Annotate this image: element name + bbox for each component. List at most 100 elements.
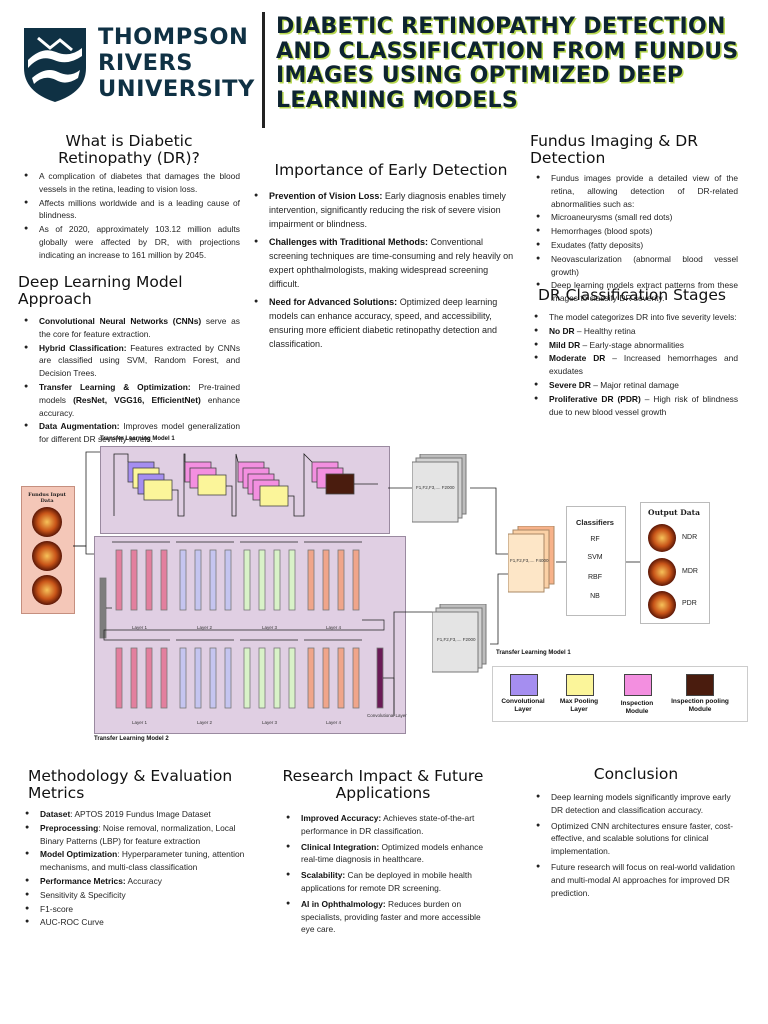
stages-heading: DR Classification Stages [538,286,726,304]
feature-stack-1 [412,454,467,523]
legend-swatch [510,674,538,696]
research-heading: Research Impact & Future Applications [282,767,484,802]
list-item: Data Augmentation: Improves model genera… [24,420,240,446]
list-item: Scalability: Can be deployed in mobile h… [286,869,486,895]
fundus-section: Fundus Imaging & DR Detection Fundus ima… [530,133,738,306]
layer-label: Layer 4 [326,625,342,630]
classifier-label: NB [590,593,600,600]
university-name-line-2: RIVERS [98,50,194,76]
what-is-dr-heading: What is Diabetic Retinopathy (DR)? [58,132,200,167]
list-item: Dataset: APTOS 2019 Fundus Image Dataset [25,808,248,821]
deep-learning-list: Convolutional Neural Networks (CNNs) ser… [18,315,240,446]
features-2-label: F1,F2,F3,.... F2000 [437,637,476,642]
university-logo [24,28,86,102]
merged-features-label: F1,F2,F3,.... F4000 [510,558,549,563]
list-item: Microaneurysms (small red dots) [536,211,738,224]
research-list: Improved Accuracy: Achieves state-of-the… [280,812,486,936]
list-item: Model Optimization: Hyperparameter tunin… [25,848,248,874]
fundus-list: Fundus images provide a detailed view of… [530,172,738,305]
early-detection-heading: Importance of Early Detection [274,161,508,179]
conclusion-heading: Conclusion [593,765,679,783]
list-item: F1-score [25,903,248,916]
list-item: Proliferative DR (PDR) – High risk of bl… [534,393,738,419]
list-item: Transfer Learning & Optimization: Pre-tr… [24,381,240,419]
list-item: Sensitivity & Specificity [25,889,248,902]
title-divider [262,12,265,128]
what-is-dr-section: What is Diabetic Retinopathy (DR)? A com… [18,133,240,263]
output-label: MDR [682,568,698,575]
legend-swatch [566,674,594,696]
layer-label: Layer 1 [132,720,148,725]
methodology-section: Methodology & Evaluation Metrics Dataset… [25,767,248,930]
list-item: Neovascularization (abnormal blood vesse… [536,253,738,279]
stages-list: The model categorizes DR into five sever… [530,311,738,418]
feature-stack-2 [432,604,487,673]
list-item: Challenges with Traditional Methods: Con… [254,235,520,291]
fundus-input-label: Fundus Input Data [28,492,66,504]
list-item: Moderate DR – Increased hemorrhages and … [534,352,738,378]
output-title: Output Data [648,508,700,517]
deep-learning-heading: Deep Learning Model Approach [18,273,183,308]
layer-label: Layer 4 [326,720,342,725]
list-item: Fundus images provide a detailed view of… [536,172,738,210]
classifier-label: RBF [588,574,602,581]
classifiers-box [566,506,626,616]
list-item: Clinical Integration: Optimized models e… [286,841,486,867]
list-item: AUC-ROC Curve [25,916,248,929]
methodology-heading: Methodology & Evaluation Metrics [28,767,233,802]
features-1-label: F1,F2,F3,.... F2000 [416,485,455,490]
output-label: NDR [682,534,698,541]
list-item: Deep learning models extract patterns fr… [536,279,738,305]
conclusion-list: Deep learning models significantly impro… [530,791,742,899]
list-item: Prevention of Vision Loss: Early diagnos… [254,189,520,231]
conclusion-section: Conclusion Deep learning models signific… [530,766,742,900]
early-detection-list: Prevention of Vision Loss: Early diagnos… [254,189,520,351]
list-item: Severe DR – Major retinal damage [534,379,738,392]
tl-model-1-label: Transfer Learning Model 1 [100,436,175,442]
tl-model-2-label: Transfer Learning Model 2 [94,736,169,742]
layer-label: Layer 2 [197,625,213,630]
legend-label: Max Pooling Layer [559,698,599,713]
layer-label: Layer 2 [197,720,213,725]
list-item: Convolutional Neural Networks (CNNs) ser… [24,315,240,341]
list-item: Optimized CNN architectures ensure faste… [536,820,742,858]
layer-label: Layer 3 [262,720,278,725]
university-name-line-3: UNIVERSITY [98,76,255,102]
layer-label: Layer 1 [132,625,148,630]
classifier-label: SVM [587,554,603,561]
early-detection-section: Importance of Early Detection Prevention… [254,161,520,352]
tl-model-2-blocks [99,541,395,716]
classifiers-title: Classifiers [576,518,614,527]
list-item: As of 2020, approximately 103.12 million… [24,223,240,261]
legend-label: Inspection Module [620,700,654,715]
output-images [648,524,676,619]
tl-model-1-blocks [113,453,378,517]
fundus-input-images [32,507,62,605]
list-item: Exudates (fatty deposits) [536,239,738,252]
list-item: Deep learning models significantly impro… [536,791,742,817]
list-item: AI in Ophthalmology: Reduces burden on s… [286,898,486,936]
list-item: Future research will focus on real-world… [536,861,742,899]
methodology-list: Dataset: APTOS 2019 Fundus Image Dataset… [25,808,248,929]
legend-swatch [686,674,714,696]
legend-label: Convolutional Layer [501,698,545,713]
legend-swatch [624,674,652,696]
university-name-line-1: THOMPSON [98,24,249,50]
output-label: PDR [682,600,697,607]
list-item: Performance Metrics: Accuracy [25,875,248,888]
classifier-label: RF [590,536,600,543]
research-section: Research Impact & Future Applications Im… [280,768,486,937]
list-item: The model categorizes DR into five sever… [534,311,738,324]
poster-title: DIABETIC RETINOPATHY DETECTION AND CLASS… [276,14,739,113]
stages-section: DR Classification Stages The model categ… [530,287,738,419]
list-item: Mild DR – Early-stage abnormalities [534,339,738,352]
list-item: Need for Advanced Solutions: Optimized d… [254,295,520,351]
architecture-diagram: Transfer Learning Model 1 [0,434,768,750]
fundus-heading: Fundus Imaging & DR Detection [530,132,699,167]
list-item: Hemorrhages (blood spots) [536,225,738,238]
list-item: Preprocessing: Noise removal, normalizat… [25,822,248,848]
what-is-dr-list: A complication of diabetes that damages … [18,170,240,262]
legend-label: Inspection pooling Module [671,698,729,713]
list-item: Hybrid Classification: Features extracte… [24,342,240,380]
list-item: No DR – Healthy retina [534,325,738,338]
